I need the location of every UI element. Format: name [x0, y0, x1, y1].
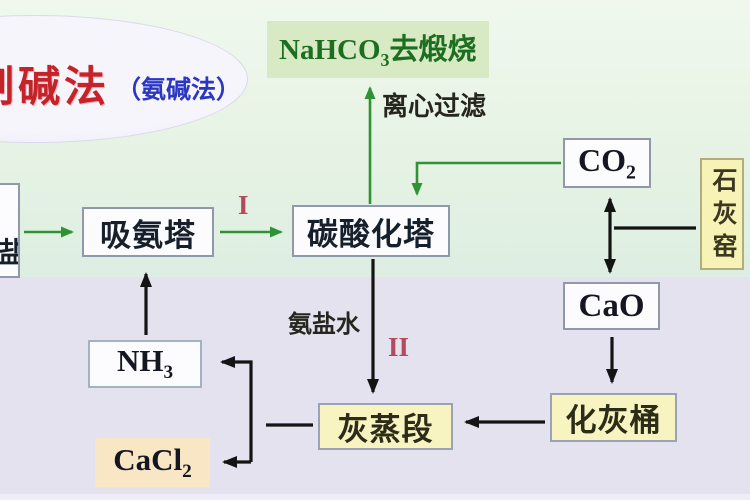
title-paren: （氨碱法） [116, 77, 242, 104]
node-nh3: NH3 [88, 340, 202, 388]
cao-formula: CaO [578, 287, 645, 324]
arrow-ashsteam-to-nh3 [220, 356, 253, 462]
centrifuge-filter-label: 离心过滤 [382, 92, 487, 121]
node-carbonation-tower: 碳酸化塔 [292, 205, 450, 257]
title-main: 制碱法 [0, 65, 111, 111]
ammonia-absorber-label: 吸氨塔 [100, 217, 196, 253]
carbonation-tower-label: 碳酸化塔 [307, 216, 435, 252]
lime-kiln-label: 石灰窑 [709, 166, 736, 266]
product-formula: NaHCO3去煅烧 [279, 34, 477, 70]
step-2-numeral: II [388, 332, 410, 362]
node-lime-kiln: 石灰窑 [700, 158, 744, 270]
background-bottom-strip [0, 494, 750, 500]
nh3-formula: NH3 [116, 343, 174, 384]
node-cacl2: CaCl2 [95, 438, 210, 487]
node-co2: CO2 [563, 138, 651, 188]
lime-bucket-label: 化灰桶 [565, 403, 662, 438]
ammonia-brine-label: 氨盐水 [288, 312, 360, 338]
node-ash-steaming: 灰蒸段 [318, 403, 453, 450]
product-label: NaHCO3去煅烧 [267, 21, 489, 78]
node-brine: 盐 [0, 183, 20, 278]
node-lime-bucket: 化灰桶 [550, 393, 677, 442]
node-ammonia-absorber: 吸氨塔 [82, 207, 214, 257]
co2-formula: CO2 [578, 141, 636, 184]
ash-steaming-label: 灰蒸段 [337, 412, 434, 447]
cacl2-formula: CaCl2 [113, 441, 192, 483]
step-1-numeral: I [238, 190, 249, 220]
brine-label: 盐 [0, 231, 18, 271]
node-cao: CaO [563, 282, 660, 330]
